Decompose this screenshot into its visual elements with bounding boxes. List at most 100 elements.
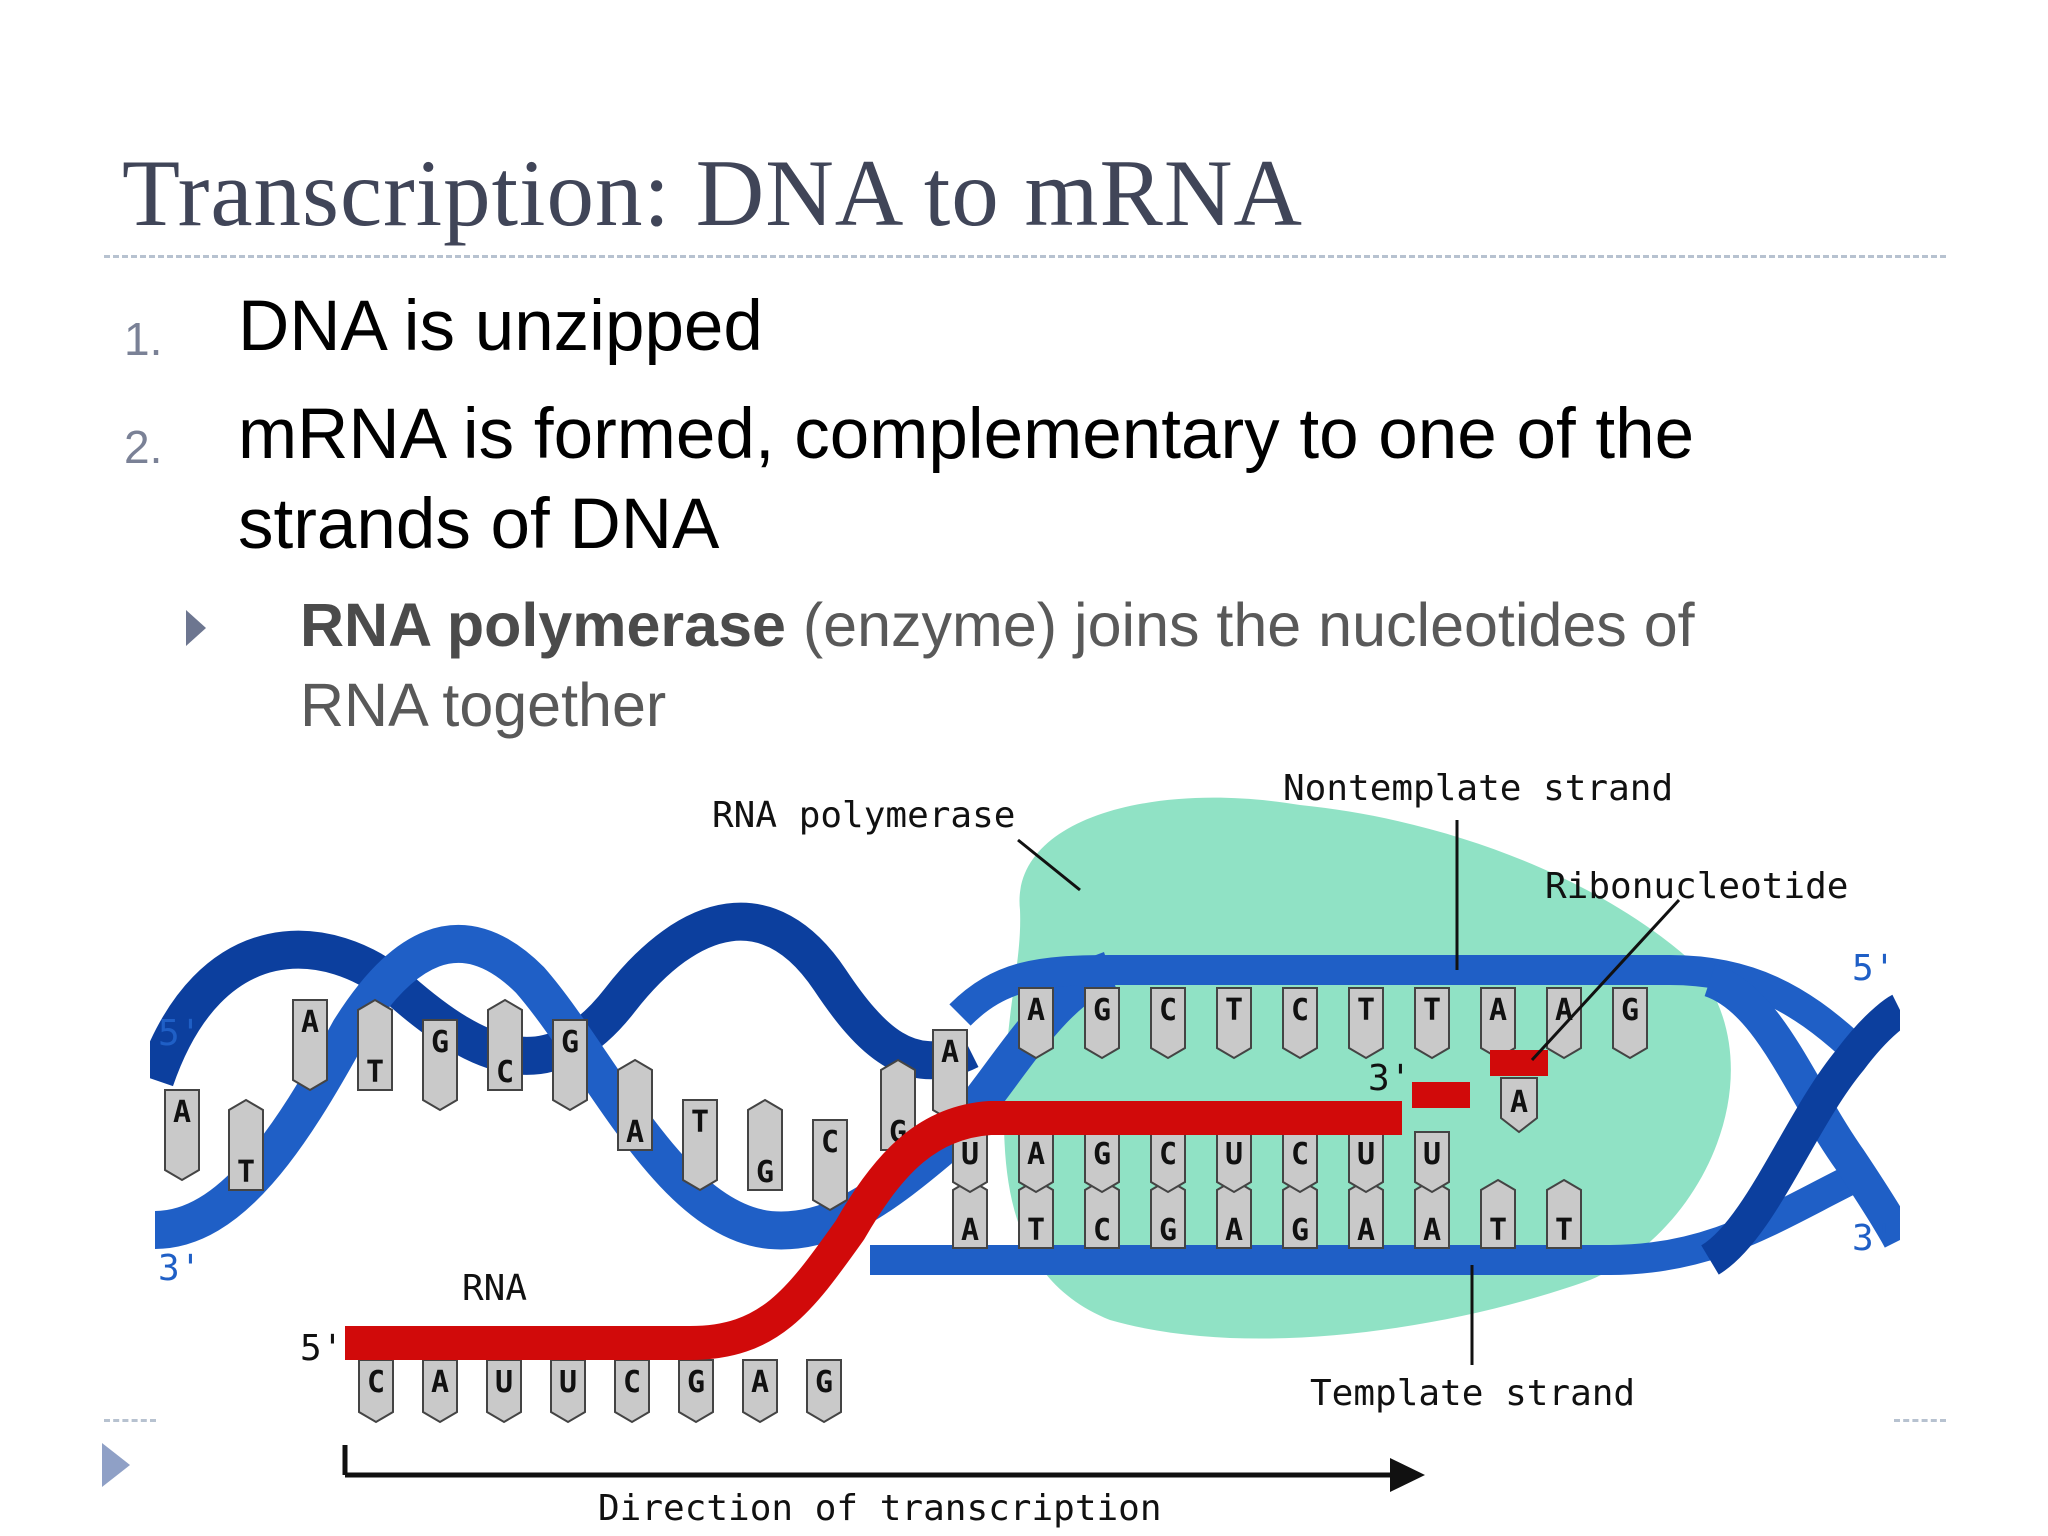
sub-bullet-line2: RNA together xyxy=(300,671,667,739)
left-helix-base-shape xyxy=(747,1098,783,1191)
nontemplate-base-letter: A xyxy=(1027,993,1045,1028)
template-base: A xyxy=(1414,1178,1450,1249)
nontemplate-base-letter: G xyxy=(1621,993,1639,1028)
right-helix-strand-a xyxy=(1703,963,1900,1248)
nontemplate-base: A xyxy=(1480,987,1516,1060)
left-helix-base-letter: A xyxy=(626,1115,644,1150)
ribonucleotide-base: A xyxy=(1500,1077,1538,1134)
template-base-letter: A xyxy=(1423,1213,1441,1248)
left-helix-base: T xyxy=(682,1099,718,1192)
template-base-shape xyxy=(1018,1178,1054,1249)
left-helix-base-letter: T xyxy=(366,1055,384,1090)
rna-tail-base-letter: G xyxy=(687,1365,705,1400)
list-number-1: 1. xyxy=(124,313,163,365)
nontemplate-base: C xyxy=(1150,987,1186,1060)
rna-tail-base-letter: U xyxy=(559,1365,577,1400)
rna-tail-base: G xyxy=(678,1359,714,1424)
template-base-shape xyxy=(1084,1178,1120,1249)
left-helix-base-letter: A xyxy=(941,1035,959,1070)
label-3prime-left: 3' xyxy=(158,1248,201,1289)
rna-bubble-base: U xyxy=(952,1131,988,1194)
left-helix-base-shape xyxy=(164,1089,200,1182)
ribonucleotide-letter: A xyxy=(1510,1085,1528,1120)
nontemplate-strand xyxy=(949,955,1861,1057)
left-helix-base: C xyxy=(812,1119,848,1212)
label-template-strand: Template strand xyxy=(1310,1373,1635,1414)
template-base-shape xyxy=(1216,1178,1252,1249)
rna-bubble-base-letter: C xyxy=(1291,1137,1309,1172)
rna-tail-base-shape xyxy=(742,1359,778,1424)
rna-tail-base: C xyxy=(358,1359,394,1424)
rna-bubble-base-letter: U xyxy=(1357,1137,1375,1172)
nontemplate-base-shape xyxy=(1612,987,1648,1060)
template-base-shape xyxy=(1414,1178,1450,1249)
left-helix-base-letter: T xyxy=(691,1105,709,1140)
template-base-letter: A xyxy=(1357,1213,1375,1248)
left-helix-base-letter: A xyxy=(301,1005,319,1040)
template-base: A xyxy=(952,1178,988,1249)
left-helix-base: C xyxy=(487,998,523,1091)
left-helix-base-shape xyxy=(357,998,393,1091)
nontemplate-base-shape xyxy=(1216,987,1252,1060)
nontemplate-base-letter: G xyxy=(1093,993,1111,1028)
rna-bubble-base-shape xyxy=(1414,1131,1450,1194)
template-base-shape xyxy=(1546,1178,1582,1249)
nontemplate-base-letter: A xyxy=(1555,993,1573,1028)
nontemplate-base: C xyxy=(1282,987,1318,1060)
label-5prime-left: 5' xyxy=(158,1013,201,1054)
left-helix-base: G xyxy=(422,1019,458,1112)
sub-bullet-bold: RNA polymerase xyxy=(300,591,786,659)
template-base-shape xyxy=(1480,1178,1516,1249)
rna-tail-base: A xyxy=(422,1359,458,1424)
rna-bubble-base-letter: U xyxy=(1423,1137,1441,1172)
label-nontemplate-strand: Nontemplate strand xyxy=(1283,768,1673,809)
template-base-letter: T xyxy=(1489,1213,1507,1248)
rna-tail-base-letter: G xyxy=(815,1365,833,1400)
nontemplate-base-shape xyxy=(1150,987,1186,1060)
template-base: G xyxy=(1282,1178,1318,1249)
template-base-letter: A xyxy=(1225,1213,1243,1248)
nontemplate-base-letter: T xyxy=(1423,993,1441,1028)
left-helix-base-letter: G xyxy=(756,1155,774,1190)
rna-strand xyxy=(345,1101,1402,1360)
left-helix-base-letter: T xyxy=(237,1155,255,1190)
template-base-shape xyxy=(1282,1178,1318,1249)
ribonucleotide-leader-line xyxy=(1530,898,1681,1062)
left-helix-base-shape xyxy=(552,1019,588,1112)
nontemplate-base-shape xyxy=(1414,987,1450,1060)
template-base: A xyxy=(1348,1178,1384,1249)
list-item-2-line2: strands of DNA xyxy=(238,485,720,564)
rna-bubble-base-letter: A xyxy=(1027,1137,1045,1172)
left-helix-base: G xyxy=(747,1098,783,1191)
left-helix-base: A xyxy=(292,999,328,1092)
slide-title: Transcription: DNA to mRNA xyxy=(122,140,1304,246)
nontemplate-base: A xyxy=(1018,987,1054,1060)
rna-tail-base-shape xyxy=(806,1359,842,1424)
template-base-letter: G xyxy=(1291,1213,1309,1248)
left-helix-base-shape xyxy=(292,999,328,1092)
left-helix-base-letter: C xyxy=(496,1055,514,1090)
template-base-letter: T xyxy=(1555,1213,1573,1248)
label-rna: RNA xyxy=(462,1268,527,1309)
list-item-1-text: DNA is unzipped xyxy=(238,287,763,366)
nontemplate-base: G xyxy=(1612,987,1648,1060)
sub-bullet-rest: (enzyme) joins the nucleotides of xyxy=(785,591,1695,659)
left-helix-base: A xyxy=(617,1058,653,1151)
left-helix-base-letter: G xyxy=(561,1025,579,1060)
nontemplate-base-letter: C xyxy=(1159,993,1177,1028)
template-base: T xyxy=(1480,1178,1516,1249)
left-helix-base: T xyxy=(357,998,393,1091)
template-base: A xyxy=(1216,1178,1252,1249)
rna-tail-base-letter: C xyxy=(367,1365,385,1400)
footer-divider-right xyxy=(1894,1419,1946,1422)
rna-tail-base: U xyxy=(550,1359,586,1424)
template-base-shape xyxy=(1150,1178,1186,1249)
rna-tail-base: G xyxy=(806,1359,842,1424)
rna-bubble-base: U xyxy=(1414,1131,1450,1194)
label-ribonucleotide: Ribonucleotide xyxy=(1545,866,1848,907)
right-helix-strand-b xyxy=(1700,994,1900,1275)
list-number-2: 2. xyxy=(124,421,163,473)
rna-end-segment xyxy=(1412,1082,1470,1108)
